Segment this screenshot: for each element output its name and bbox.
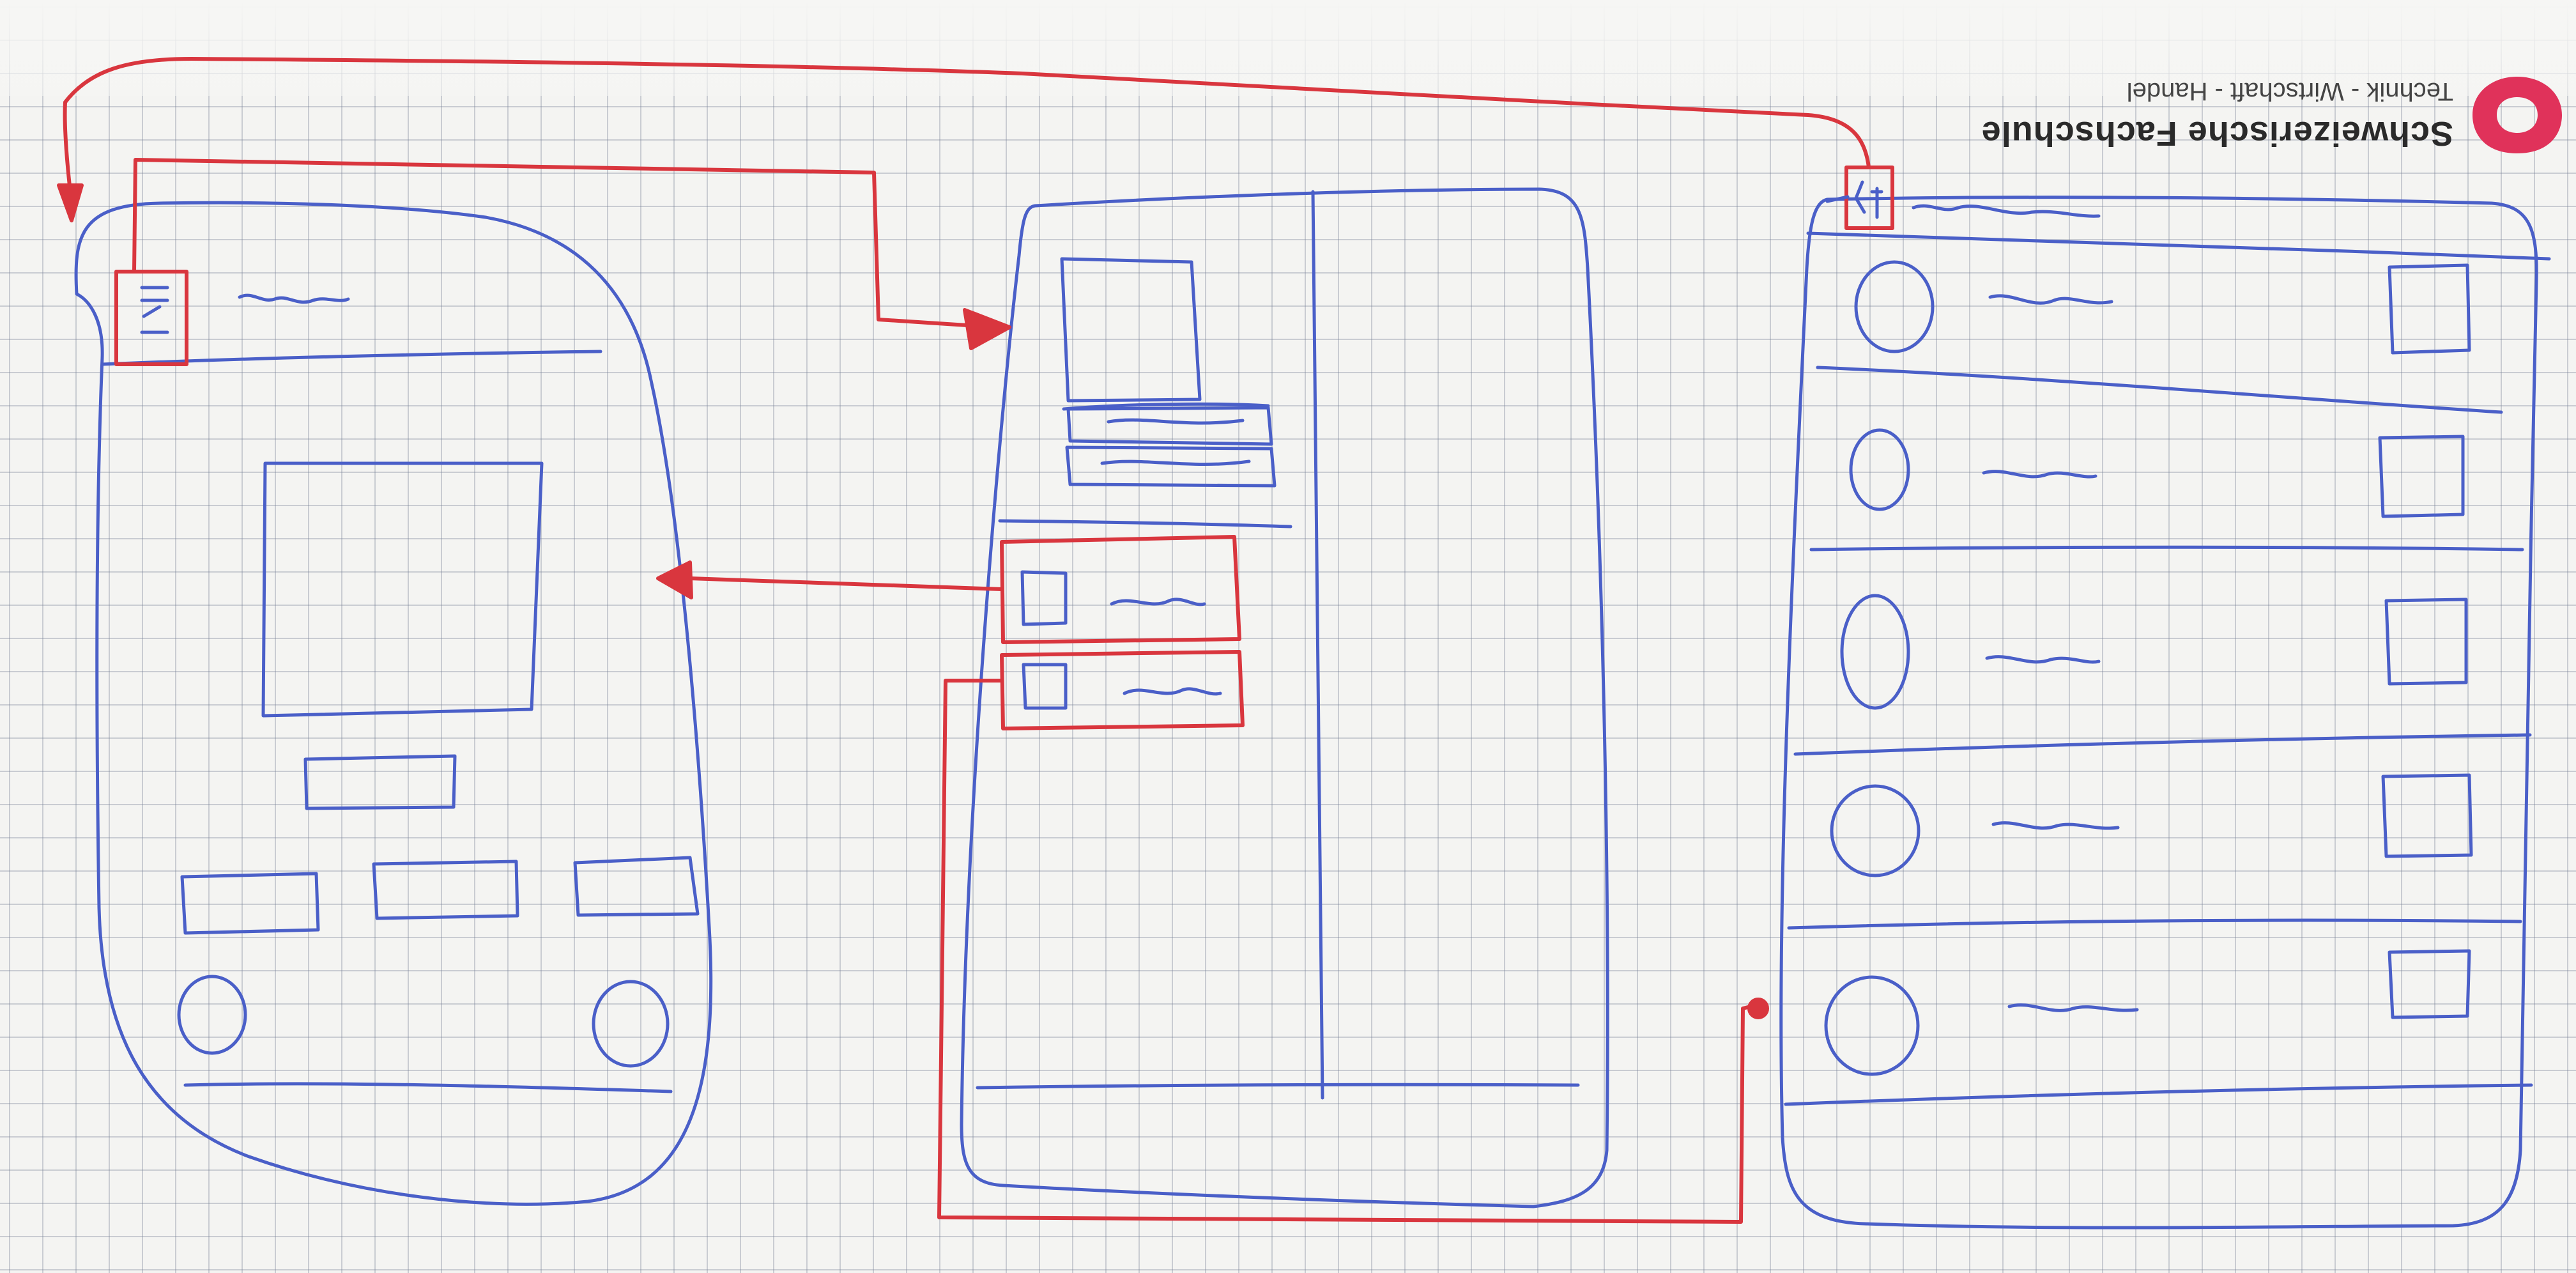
list-row-2-label	[1982, 470, 2097, 479]
paper-top-margin	[0, 0, 2576, 96]
label-box	[303, 754, 457, 810]
bottom-line	[183, 1082, 673, 1093]
button-2[interactable]	[372, 860, 519, 920]
arrow-end-list	[1747, 998, 1769, 1019]
text-squiggle-1	[1107, 418, 1245, 425]
school-header: Schweizerische Fachschule Technik - Wirt…	[1853, 45, 2575, 173]
list-row-4-avatar	[1830, 784, 1920, 877]
list-row-2-avatar	[1849, 428, 1910, 511]
arrow-list-back-to-home	[63, 57, 1871, 194]
list-row-4-label	[1991, 821, 2120, 830]
phone-outline	[1779, 196, 2538, 1230]
text-box-2	[1065, 445, 1276, 488]
menu-item-1-label	[1110, 598, 1206, 606]
arrow-item1-to-home	[688, 576, 1004, 591]
image-placeholder	[261, 461, 544, 718]
list-row-1-checkbox[interactable]	[2388, 263, 2471, 355]
round-button-left[interactable]	[177, 975, 247, 1055]
menu-divider	[998, 519, 1292, 528]
list-row-divider-1	[1816, 366, 2503, 414]
menu-icon[interactable]	[114, 270, 188, 366]
button-1[interactable]	[180, 872, 320, 935]
text-box-1	[1066, 406, 1273, 446]
menu-item-2-icon	[1022, 663, 1068, 710]
thumbnail	[1060, 257, 1202, 403]
list-row-3-avatar	[1840, 594, 1910, 710]
bottom-line	[976, 1083, 1580, 1090]
school-logo-icon	[2472, 77, 2562, 153]
text-squiggle-2	[1100, 459, 1251, 467]
arrow-head-home	[57, 183, 84, 222]
title-squiggle	[238, 293, 350, 304]
title-squiggle	[1912, 204, 2101, 218]
phone-outline	[960, 187, 1609, 1208]
list-row-4-checkbox[interactable]	[2381, 773, 2473, 858]
phone-outline	[74, 201, 713, 1206]
arrow-item2-to-list	[937, 679, 1760, 1224]
screen-home	[74, 201, 713, 1206]
list-row-divider-2	[1809, 545, 2524, 552]
screen-list	[1779, 196, 2551, 1230]
menu-item-2[interactable]	[1000, 650, 1245, 730]
list-row-3-label	[1985, 655, 2101, 664]
menu-item-1[interactable]	[1000, 535, 1241, 644]
list-row-2-checkbox[interactable]	[2378, 435, 2465, 518]
round-button-right[interactable]	[592, 980, 670, 1068]
list-row-divider-4	[1787, 918, 2522, 930]
arrow-head-item1	[656, 560, 693, 599]
arrow-menu-to-drawer	[132, 158, 999, 329]
arrow-head-drawer	[963, 308, 1011, 350]
header-divider	[1806, 231, 2551, 261]
drawer-edge	[1311, 190, 1324, 1100]
screen-menu-drawer	[960, 187, 1609, 1208]
list-row-5-avatar	[1824, 975, 1920, 1076]
menu-item-2-label	[1123, 687, 1222, 696]
list-row-1-avatar	[1854, 260, 1935, 353]
thumbnail-base	[1062, 402, 1270, 411]
list-row-5-checkbox[interactable]	[2388, 949, 2471, 1019]
header-divider	[100, 350, 602, 366]
list-row-divider-3	[1793, 733, 2532, 756]
list-row-5-label	[2007, 1003, 2139, 1012]
navigation-arrows	[57, 57, 1871, 1224]
list-row-1-label	[1988, 294, 2113, 305]
button-3[interactable]	[573, 856, 700, 917]
list-row-divider-5	[1784, 1083, 2533, 1106]
menu-item-1-icon	[1020, 570, 1068, 626]
list-row-3-checkbox[interactable]	[2384, 598, 2468, 686]
